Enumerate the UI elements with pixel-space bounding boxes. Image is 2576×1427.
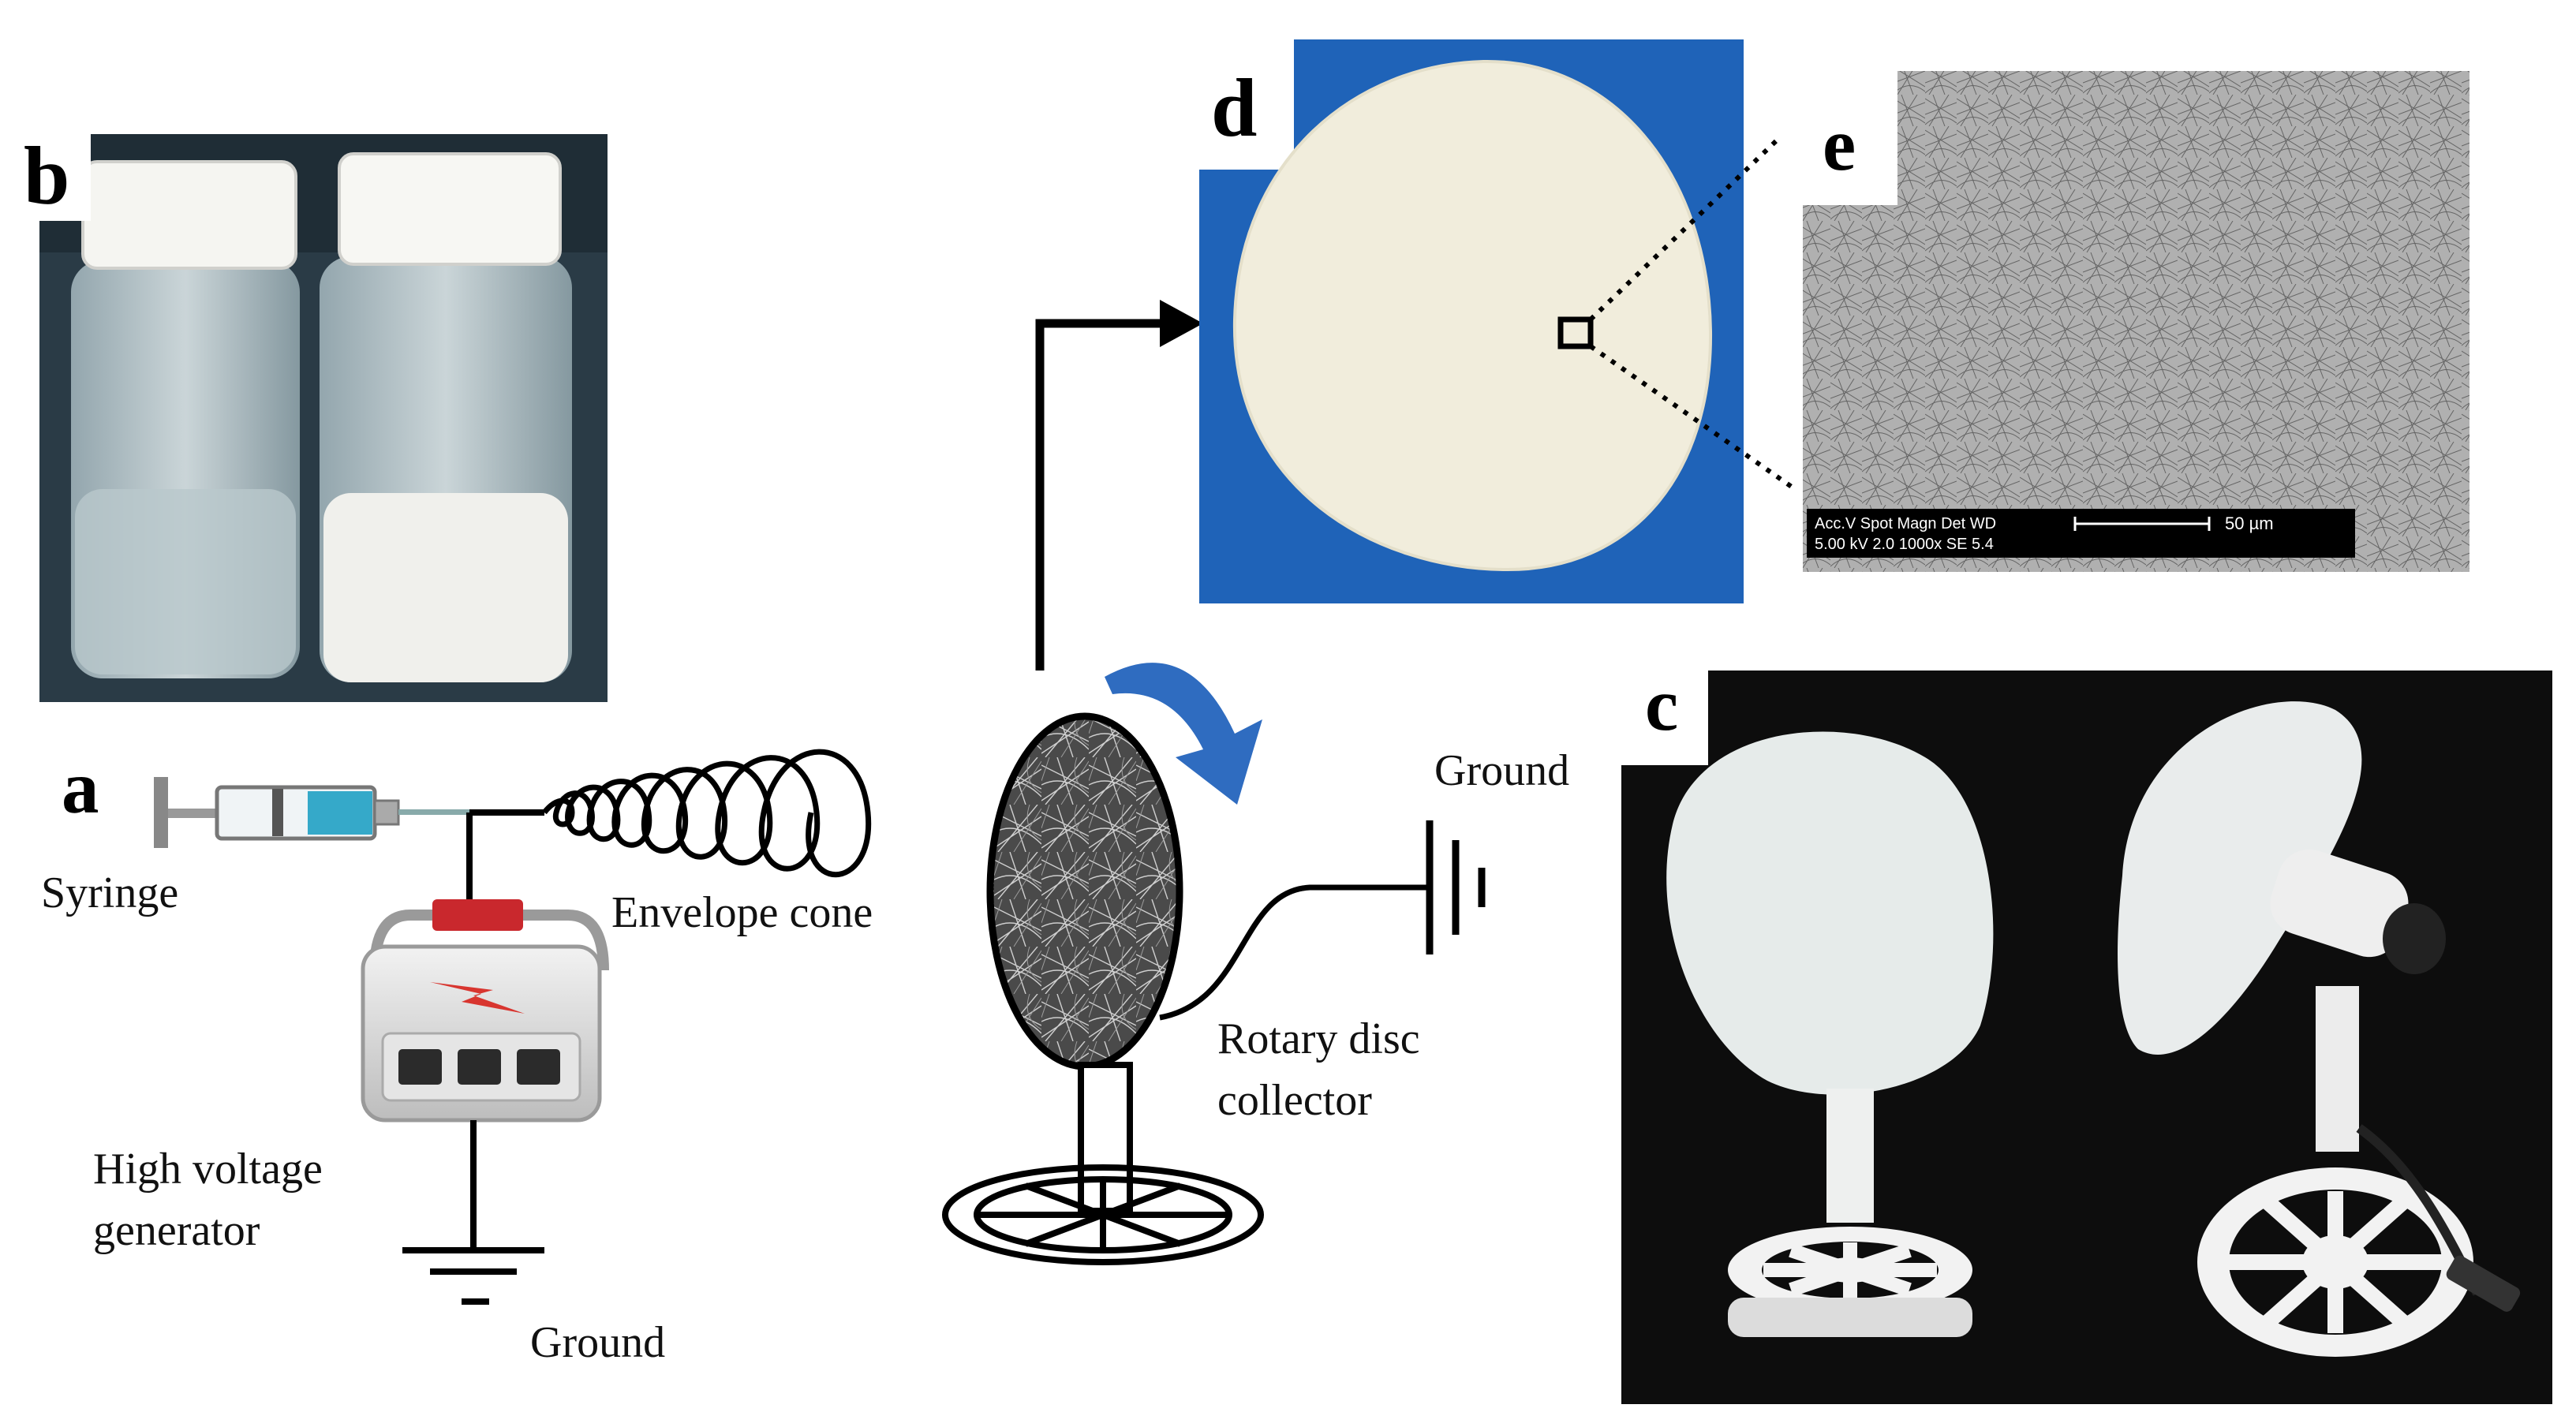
sem-info-row2: 5.00 kV 2.0 1000x SE 5.4 <box>1815 536 1994 553</box>
panel-label-a: a <box>62 745 99 829</box>
rotary-disc-label-line1: Rotary disc <box>1217 1014 1420 1063</box>
ground-label-left: Ground <box>530 1318 665 1367</box>
syringe-icon <box>154 777 469 848</box>
panel-c-photo: c <box>1621 663 2552 1404</box>
syringe-label: Syringe <box>41 869 178 917</box>
fiber-disc <box>986 712 1183 1070</box>
panel-d-photo: d <box>1199 39 1744 603</box>
rotary-disc-label-line2: collector <box>1217 1076 1372 1125</box>
envelope-cone-spiral <box>542 749 872 878</box>
rotary-collector-schematic: Ground Rotary disc collector <box>942 300 1569 1265</box>
milky-suspension-vial <box>320 152 572 682</box>
zoom-region-marker <box>1557 316 1594 349</box>
collector-base-wheel <box>942 1164 1264 1265</box>
panel-e-sem-image: e Acc.V Spot Magn Det WD 5.00 kV 2.0 100… <box>1803 71 2469 572</box>
panel-a-schematic: a Syringe Envelope cone <box>41 745 873 1367</box>
ground-symbol-left <box>402 1120 544 1305</box>
sem-info-row1: Acc.V Spot Magn Det WD <box>1815 515 1996 532</box>
panel-label-d: d <box>1211 62 1257 154</box>
hv-generator-label-line1: High voltage <box>93 1145 323 1194</box>
panel-label-b: b <box>24 129 69 222</box>
arrow-head-icon <box>1160 300 1203 347</box>
ground-label-right: Ground <box>1434 746 1569 795</box>
collector-back-view <box>2118 701 2521 1357</box>
zoom-line-bottom <box>1589 344 1796 491</box>
arrow-to-panel-d <box>1035 319 1164 671</box>
fiber-membrane-disc <box>1232 59 1713 572</box>
rotation-arrow-icon <box>1105 663 1262 805</box>
ground-symbol-right <box>1426 820 1486 954</box>
sem-scale-label: 50 µm <box>2225 514 2274 533</box>
clear-solution-vial <box>71 160 300 678</box>
panel-label-e: e <box>1823 103 1856 186</box>
envelope-cone-label: Envelope cone <box>611 888 873 937</box>
collector-front-view <box>1666 731 1994 1337</box>
hv-generator-label-line2: generator <box>93 1206 260 1255</box>
sem-info-bar <box>1807 509 2355 558</box>
panel-label-c: c <box>1645 663 1678 746</box>
zoom-line-top <box>1588 136 1782 322</box>
panel-b-photo: b <box>0 118 608 702</box>
high-voltage-generator-icon <box>361 899 609 1123</box>
